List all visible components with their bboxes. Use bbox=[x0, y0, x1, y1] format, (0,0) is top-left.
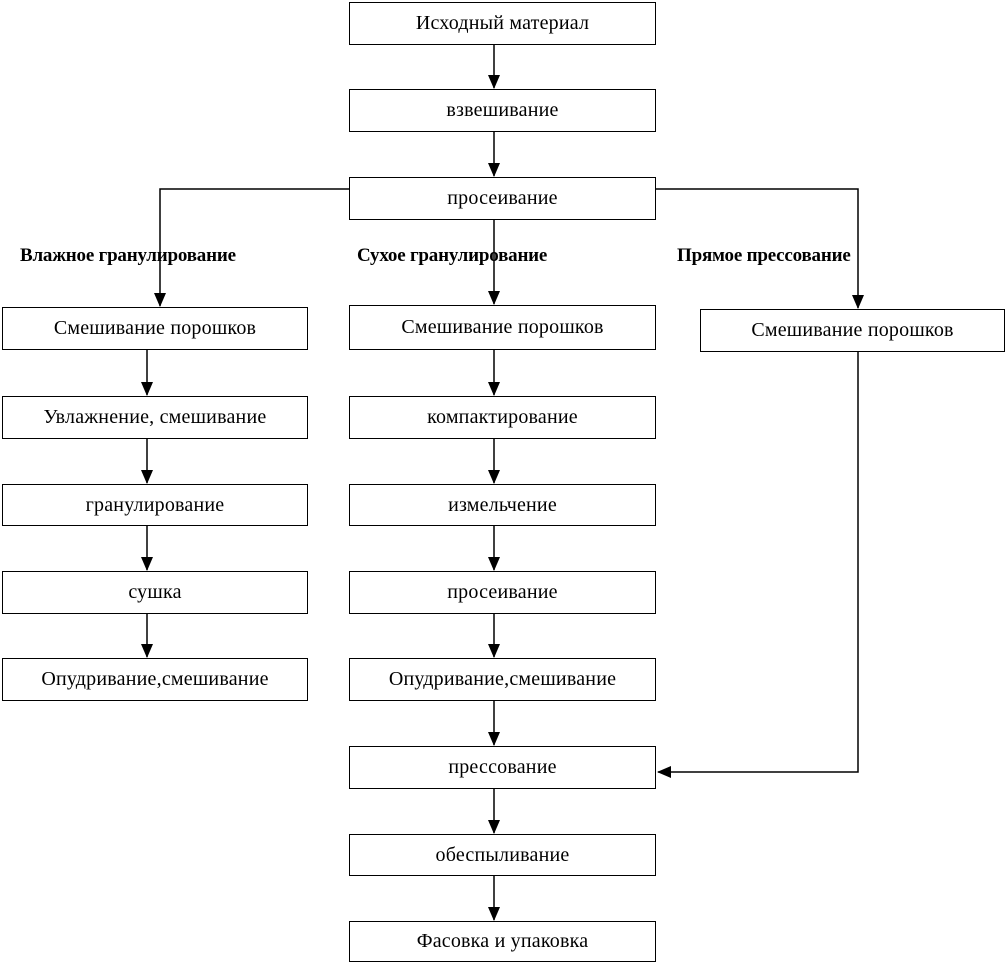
dry-step-1: Смешивание порошков bbox=[349, 305, 656, 350]
dry-step-3: измельчение bbox=[349, 484, 656, 526]
step-dedusting: обеспыливание bbox=[349, 834, 656, 876]
arrow-sieving-to-wet bbox=[154, 188, 349, 307]
direct-step-1: Смешивание порошков bbox=[700, 309, 1005, 352]
step-sieving: просеивание bbox=[349, 177, 656, 220]
heading-wet-granulation: Влажное гранулирование bbox=[20, 245, 236, 266]
wet-step-2: Увлажнение, смешивание bbox=[2, 396, 308, 439]
wet-step-4: сушка bbox=[2, 571, 308, 614]
step-packaging: Фасовка и упаковка bbox=[349, 921, 656, 962]
dry-step-4: просеивание bbox=[349, 571, 656, 614]
step-weighing: взвешивание bbox=[349, 89, 656, 132]
wet-step-1: Смешивание порошков bbox=[2, 307, 308, 350]
heading-direct-pressing: Прямое прессование bbox=[677, 245, 851, 266]
arrow-direct-to-pressing bbox=[657, 352, 859, 778]
arrow-sieving-to-direct bbox=[656, 188, 864, 309]
dry-step-5: Опудривание,смешивание bbox=[349, 658, 656, 701]
wet-step-3: гранулирование bbox=[2, 484, 308, 526]
step-pressing: прессование bbox=[349, 746, 656, 789]
dry-step-2: компактирование bbox=[349, 396, 656, 439]
step-source-material: Исходный материал bbox=[349, 2, 656, 45]
wet-step-5: Опудривание,смешивание bbox=[2, 658, 308, 701]
heading-dry-granulation: Сухое гранулирование bbox=[357, 245, 548, 266]
